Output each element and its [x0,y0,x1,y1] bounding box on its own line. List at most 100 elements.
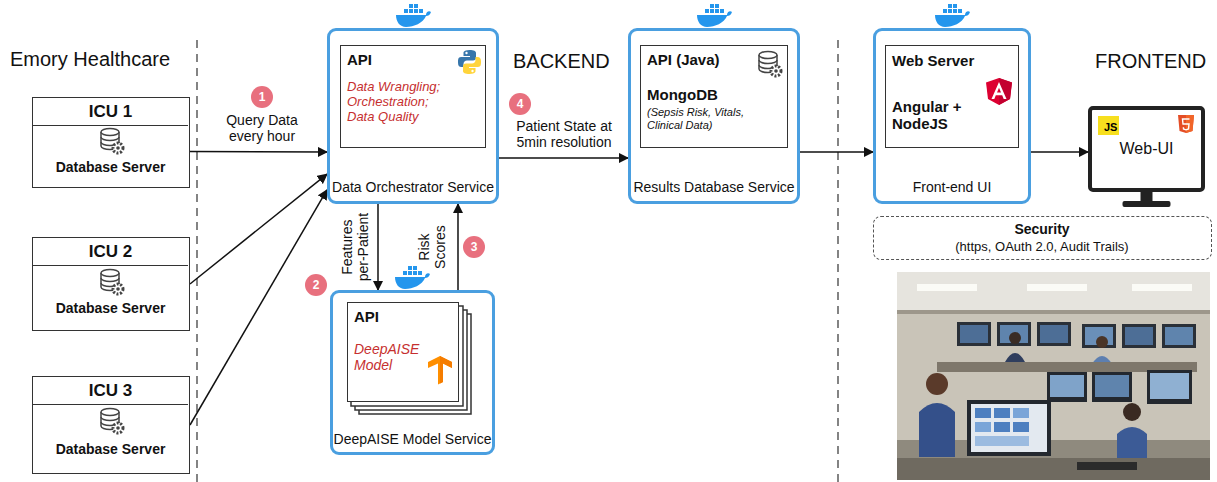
monitor-outline [1123,201,1171,207]
server-title: ICU 1 [33,98,188,126]
data-flow-arrow [190,174,327,284]
control-room-photo [975,408,991,418]
control-room-photo [1162,324,1196,348]
model-stack [347,302,471,414]
control-room-photo [1037,322,1071,346]
data-flow-arrow [1031,151,1088,153]
control-room-photo [975,422,991,432]
database-icon [101,409,123,434]
edge-label: Features per-Patient [339,209,371,285]
callout-number: 1 [251,86,273,108]
region-label: BACKEND [513,50,610,73]
model-stack [347,302,459,402]
database-server-box: ICU 3 Database Server [32,376,190,474]
service-name: Results Database Service [631,179,797,195]
control-room-photo [967,400,1051,456]
control-room-photo [919,403,955,457]
callout-number: 4 [509,93,531,115]
control-room-photo [1005,353,1025,362]
database-icon [101,129,123,154]
html5-logo [1183,119,1190,130]
js-badge: JS [1098,116,1119,135]
server-label: Web Server [892,52,974,69]
edge-label: Risk Scores [416,221,448,273]
api-label: API (Java) [647,51,720,68]
angular-logo [992,82,1007,99]
control-room-photo [917,284,977,291]
web-server-box: Web ServerAngular + NodeJS [885,45,1019,148]
model-box: API DeepAISE Model [347,302,459,402]
database-icon [759,52,781,77]
security-title: Security [874,221,1210,237]
function-note: Data Wrangling; Orchestration; Data Qual… [347,80,451,125]
api-box: API Data Wrangling; Orchestration; Data Q… [340,45,486,148]
control-room-photo [1125,327,1153,345]
database-server-box: ICU 1 Database Server [32,97,190,188]
angular-logo [986,78,1012,105]
data-flow-arrow [190,190,327,425]
api-label: API [347,51,372,68]
python-logo [471,70,473,72]
database-server-box: ICU 2Database Server [32,237,190,331]
data-flow-arrow [377,204,379,290]
server-label: Database Server [33,159,188,175]
tensorflow-logo [440,356,452,384]
database-icon [101,270,123,295]
control-room-photo [1013,422,1029,432]
control-room-photo [1013,408,1029,418]
security-note-box: Security(https, OAuth 2.0, Audit Trails) [873,216,1212,260]
api-label: API [354,308,379,325]
control-room-photo [994,422,1010,432]
control-room-photo [994,408,1010,418]
service-name: DeepAISE Model Service [333,431,492,447]
service-name: Data Orchestrator Service [330,179,496,195]
control-room-photo [1000,325,1028,343]
data-flow-arrow [190,151,327,153]
control-room-photo [897,272,1210,480]
region-label: Emory Healthcare [10,48,170,71]
monitor: JS Web-UI [1088,106,1205,208]
control-room-photo [971,404,1047,452]
tensorflow-logo [428,356,452,385]
control-room-photo [897,458,1210,480]
tensorflow-logo [428,356,452,385]
edge-label: Query Data every hour [212,112,312,144]
control-room-photo [926,373,948,395]
control-room-photo [1009,332,1021,344]
monitor-outline [1141,190,1153,202]
control-room-photo [1123,403,1141,421]
control-room-photo [957,322,991,346]
data-flow-arrow [457,204,459,290]
angular-logo [986,78,1012,105]
callout-number: 2 [305,274,327,296]
html5-logo [1178,115,1194,133]
docker-icon [697,4,732,27]
python-logo [458,50,481,74]
server-label: Database Server [33,300,188,316]
python-logo [465,52,467,54]
control-room-photo [1040,325,1068,343]
api-box: API (Java)MongoDB(Sepsis Risk, Vitals, C… [640,45,788,148]
control-room-photo [1165,327,1193,345]
app-name: Web-UI [1088,140,1205,158]
control-room-photo [1050,375,1084,397]
control-room-photo [960,325,988,343]
control-room-photo [1122,324,1156,348]
control-room-photo [1077,462,1137,470]
service-container: API (Java)MongoDB(Sepsis Risk, Vitals, C… [628,28,800,204]
framework-label: Angular + NodeJS [892,98,976,133]
control-room-photo [897,310,1210,314]
control-room-photo [1132,284,1192,291]
service-container: API Data Wrangling; Orchestration; Data Q… [327,28,499,204]
zone-divider [196,40,197,482]
docker-icon [395,266,430,289]
edge-label: Patient State at 5min resolution [501,118,627,150]
server-title: ICU 3 [33,377,188,405]
control-room-photo [1147,370,1192,404]
data-flow-arrow [499,157,628,159]
server-label: Database Server [33,441,188,457]
model-name: DeepAISE Model [354,341,430,373]
control-room-photo [1092,372,1132,402]
control-room-photo [1082,324,1116,348]
